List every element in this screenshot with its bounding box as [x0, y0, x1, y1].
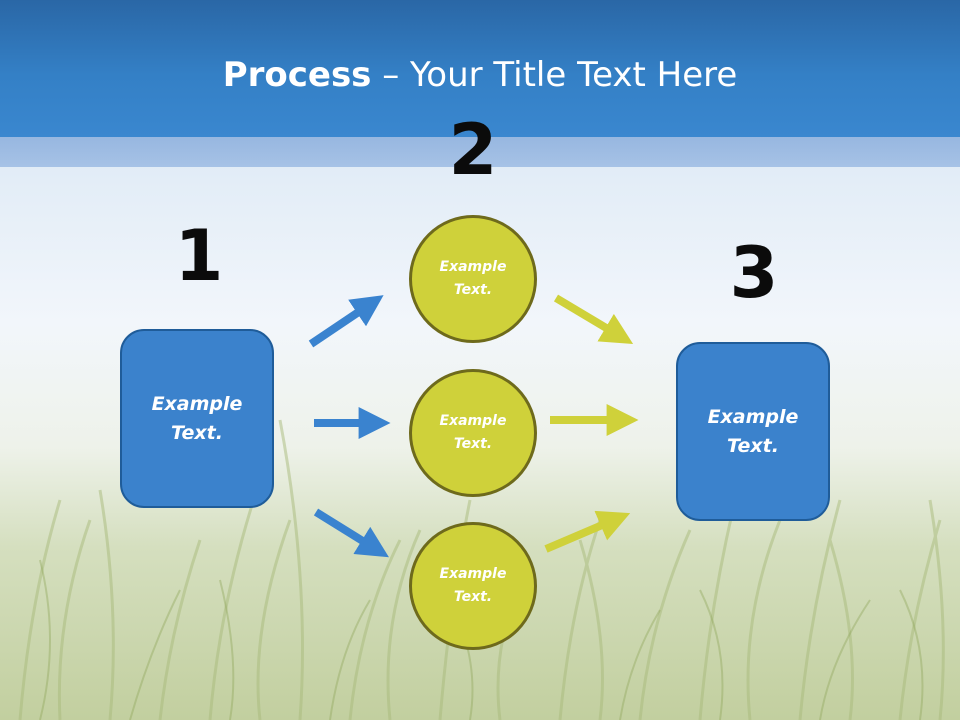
- title-bold: Process: [222, 55, 372, 95]
- arrow-right-icon: [553, 294, 634, 345]
- step-1-line2: Text.: [171, 421, 223, 444]
- circle-middle-line1: Example: [439, 413, 507, 429]
- step-3-line1: Example: [707, 405, 799, 428]
- step-3-text: Example Text.: [708, 403, 799, 461]
- title-rest: – Your Title Text Here: [371, 55, 738, 95]
- step-number-3: 3: [729, 232, 779, 314]
- step-3-box: Example Text.: [676, 342, 830, 521]
- arrow-right-icon: [313, 508, 389, 558]
- step-number-1: 1: [174, 215, 224, 297]
- circle-bottom-line1: Example: [439, 566, 507, 582]
- arrow-right-icon: [544, 510, 631, 553]
- circle-bottom-text: Example Text.: [440, 563, 507, 609]
- header-band: [0, 0, 960, 137]
- circle-middle-text: Example Text.: [440, 410, 507, 456]
- step-3-line2: Text.: [727, 434, 779, 457]
- slide-title: Process – Your Title Text Here: [0, 54, 960, 96]
- circle-bottom-line2: Text.: [453, 589, 493, 605]
- step-1-line1: Example: [151, 392, 243, 415]
- circle-top-line1: Example: [439, 259, 507, 275]
- step-number-2: 2: [448, 109, 498, 191]
- step-1-text: Example Text.: [152, 390, 243, 448]
- circle-top-line2: Text.: [453, 282, 493, 298]
- step-2-circle-top: Example Text.: [409, 215, 537, 343]
- arrow-right-icon: [308, 295, 384, 348]
- step-2-circle-middle: Example Text.: [409, 369, 537, 497]
- step-2-circle-bottom: Example Text.: [409, 522, 537, 650]
- circle-middle-line2: Text.: [453, 436, 493, 452]
- step-1-box: Example Text.: [120, 329, 274, 508]
- circle-top-text: Example Text.: [440, 256, 507, 302]
- header-strip: [0, 137, 960, 167]
